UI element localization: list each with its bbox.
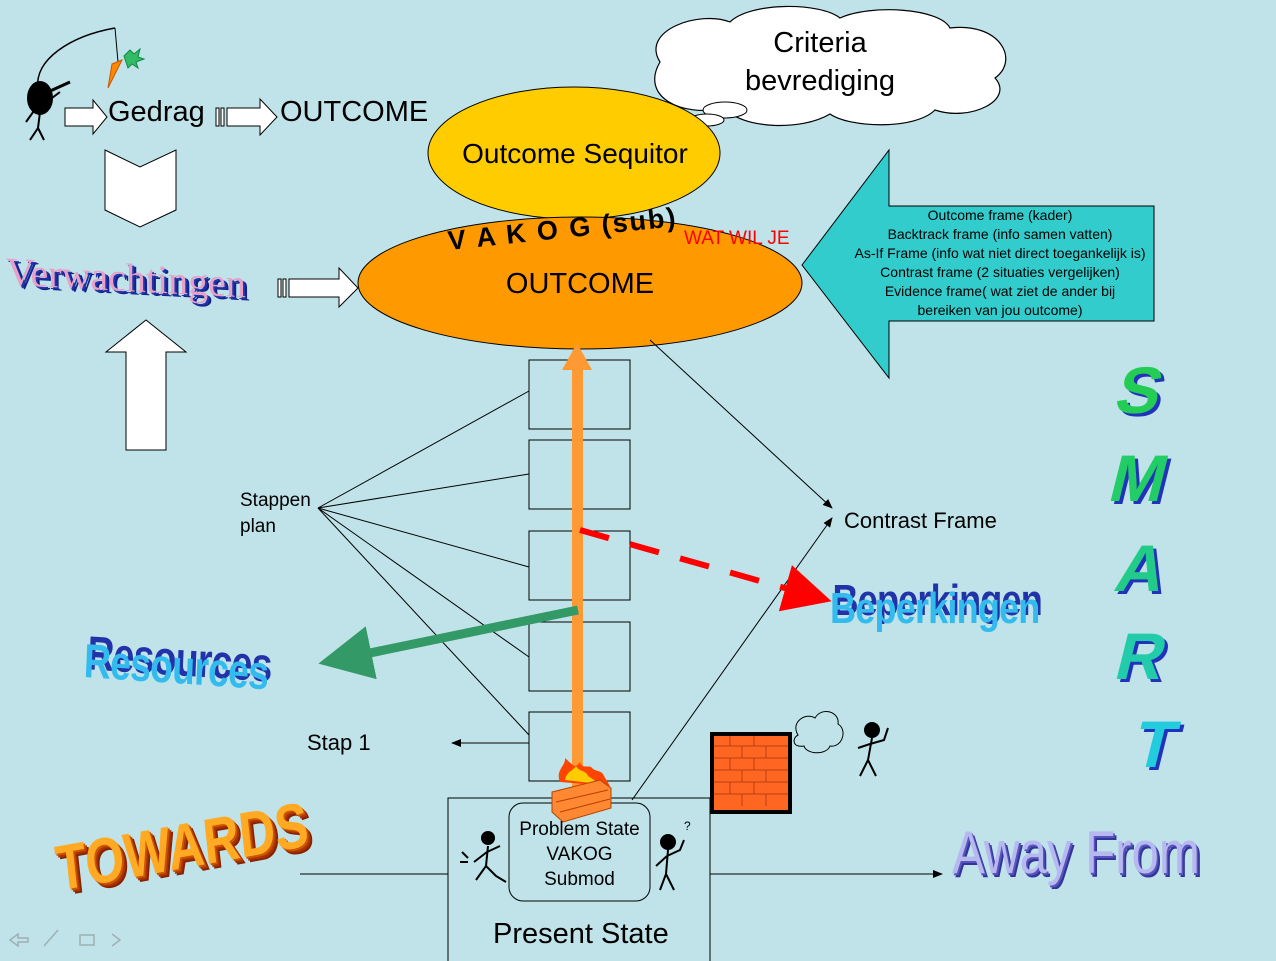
vakog-outcome-label: OUTCOME bbox=[505, 268, 655, 300]
frame-item: As-If Frame (info wat niet direct toegan… bbox=[854, 245, 1146, 261]
stappenplan-lines bbox=[317, 390, 530, 736]
frame-item: Contrast frame (2 situaties vergelijken) bbox=[880, 264, 1120, 280]
cloud-line-1: Criteria bbox=[773, 27, 867, 59]
stap1-label: Stap 1 bbox=[307, 730, 371, 755]
up-arrow-shape bbox=[104, 319, 188, 451]
top-outcome-label: OUTCOME bbox=[280, 96, 429, 128]
problem-line-2: VAKOG bbox=[546, 844, 613, 865]
arrow-gedrag-to-outcome bbox=[215, 97, 278, 137]
frame-item: bereiken van jou outcome) bbox=[917, 302, 1083, 318]
orange-up-arrow bbox=[562, 343, 592, 788]
outcome-sequitor-label: Outcome Sequitor bbox=[462, 138, 688, 169]
gedrag-label: Gedrag bbox=[108, 96, 205, 128]
criteria-cloud bbox=[654, 5, 1007, 127]
stappenplan-line-2: plan bbox=[240, 516, 276, 537]
stappenplan-line-1: Stappen bbox=[240, 490, 311, 511]
problem-state-label: Problem State VAKOG Submod bbox=[509, 817, 650, 892]
svg-text:?: ? bbox=[684, 819, 691, 833]
cloud-line-2: bevrediging bbox=[745, 65, 895, 97]
frame-item: Outcome frame (kader) bbox=[927, 207, 1073, 223]
frame-item: Evidence frame( wat ziet de ander bij bbox=[884, 283, 1116, 299]
contrast-frame-label: Contrast Frame bbox=[844, 508, 997, 533]
frames-arrow bbox=[801, 148, 1155, 380]
brick-wall-icon bbox=[710, 732, 792, 814]
contrast-line-top bbox=[649, 339, 833, 509]
arrow-to-gedrag bbox=[64, 98, 108, 136]
stick-figure-puzzled-icon: ? bbox=[460, 819, 691, 891]
away-from-wordart: Away From bbox=[952, 819, 1200, 886]
red-dashed-arrow bbox=[579, 527, 832, 612]
arrow-verwachtingen-to-outcome bbox=[277, 266, 359, 309]
stappenplan-label: Stappen plan bbox=[240, 488, 311, 540]
problem-line-1: Problem State bbox=[519, 819, 640, 840]
wat-wil-je-label: WAT WIL JE bbox=[684, 228, 790, 249]
firewall-icon bbox=[551, 758, 612, 823]
stick-figure-carrot-icon bbox=[25, 27, 146, 141]
dizzy-figure-icon bbox=[793, 710, 889, 777]
present-state-label: Present State bbox=[493, 918, 669, 950]
criteria-cloud-label: Criteria bevrediging bbox=[700, 24, 940, 100]
contrast-line-bottom bbox=[631, 517, 833, 801]
green-arrow bbox=[318, 605, 579, 680]
problem-line-3: Submod bbox=[544, 869, 615, 890]
frames-list: Outcome frame (kader) Backtrack frame (i… bbox=[826, 206, 1174, 320]
beperkingen-wordart: Beperkingen bbox=[830, 584, 1040, 633]
frame-item: Backtrack frame (info samen vatten) bbox=[887, 226, 1113, 242]
nav-controls-icon bbox=[8, 929, 122, 948]
chevron-down-shape bbox=[104, 149, 177, 228]
